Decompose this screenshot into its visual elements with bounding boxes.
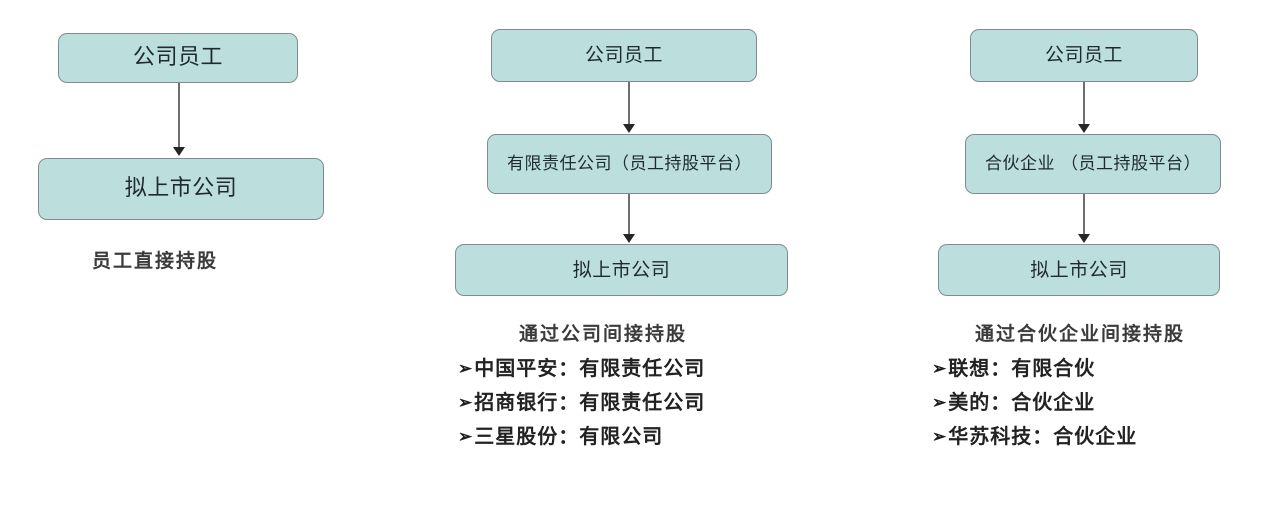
arrow-shaft (628, 194, 630, 236)
arrow-bullet-icon: ➢ (932, 359, 948, 379)
arrow-platform-to-target-company (622, 194, 636, 244)
list-item-label: 三星股份：有限公司 (474, 424, 664, 448)
node-employees-via-partnership: 公司员工 (970, 29, 1198, 82)
arrow-shaft (1083, 82, 1085, 126)
arrow-head-icon (623, 234, 635, 243)
list-item: ➢中国平安：有限责任公司 (458, 352, 705, 386)
caption-via-company: 通过公司间接持股 (519, 323, 688, 345)
node-holding-platform-partnership: 合伙企业 （员工持股平台） (965, 134, 1221, 194)
list-item: ➢联想：有限合伙 (932, 352, 1137, 386)
node-holding-platform-company: 有限责任公司（员工持股平台） (487, 134, 772, 194)
arrow-head-icon (1078, 234, 1090, 243)
node-label: 公司员工 (1044, 44, 1123, 67)
list-item: ➢美的：合伙企业 (932, 386, 1137, 420)
node-target-company-via-company: 拟上市公司 (455, 244, 788, 296)
bullet-list-via-company: ➢中国平安：有限责任公司 ➢招商银行：有限责任公司 ➢三星股份：有限公司 (458, 352, 705, 454)
caption-via-partnership: 通过合伙企业间接持股 (975, 323, 1186, 345)
node-label: 有限责任公司（员工持股平台） (507, 153, 752, 174)
node-label: 拟上市公司 (1030, 258, 1128, 281)
arrow-employees-to-platform-partnership (1077, 82, 1091, 134)
arrow-bullet-icon: ➢ (458, 427, 474, 447)
list-item: ➢三星股份：有限公司 (458, 420, 705, 454)
arrow-shaft (1083, 194, 1085, 236)
arrow-bullet-icon: ➢ (932, 393, 948, 413)
list-item-label: 华苏科技：合伙企业 (948, 424, 1138, 448)
arrow-employees-to-company-direct (172, 83, 186, 158)
node-employees-via-company: 公司员工 (491, 29, 757, 82)
list-item: ➢华苏科技：合伙企业 (932, 420, 1137, 454)
list-item: ➢招商银行：有限责任公司 (458, 386, 705, 420)
node-label: 公司员工 (132, 45, 223, 71)
arrow-head-icon (1078, 124, 1090, 133)
arrow-bullet-icon: ➢ (458, 393, 474, 413)
node-label: 公司员工 (584, 44, 663, 67)
list-item-label: 美的：合伙企业 (948, 390, 1096, 414)
list-item-label: 中国平安：有限责任公司 (474, 356, 706, 380)
arrow-employees-to-platform-company (622, 82, 636, 134)
arrow-head-icon (623, 124, 635, 133)
arrow-head-icon (173, 147, 185, 156)
bullet-list-via-partnership: ➢联想：有限合伙 ➢美的：合伙企业 ➢华苏科技：合伙企业 (932, 352, 1137, 454)
node-label: 拟上市公司 (572, 258, 671, 281)
node-label: 合伙企业 （员工持股平台） (985, 153, 1201, 174)
node-target-company-direct: 拟上市公司 (38, 158, 324, 220)
arrow-shaft (628, 82, 630, 126)
caption-direct: 员工直接持股 (92, 250, 219, 272)
arrow-bullet-icon: ➢ (458, 359, 474, 379)
node-employees-direct: 公司员工 (58, 33, 298, 83)
arrow-bullet-icon: ➢ (932, 427, 948, 447)
list-item-label: 招商银行：有限责任公司 (474, 390, 706, 414)
node-target-company-via-partnership: 拟上市公司 (938, 244, 1220, 296)
arrow-platform-to-target-partnership (1077, 194, 1091, 244)
node-label: 拟上市公司 (124, 176, 238, 202)
arrow-shaft (178, 83, 180, 149)
list-item-label: 联想：有限合伙 (948, 356, 1096, 380)
